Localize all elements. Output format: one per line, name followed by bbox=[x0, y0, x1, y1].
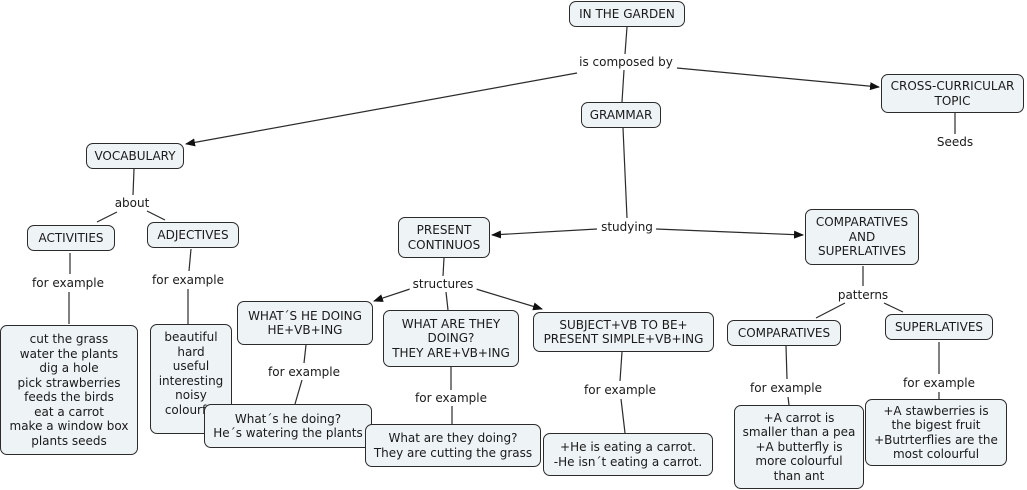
phrase-patterns[interactable]: patterns bbox=[834, 288, 892, 302]
link-fe-whats-ex bbox=[294, 379, 303, 405]
concept-subject-structure[interactable]: SUBJECT+VB TO BE+ PRESENT SIMPLE+VB+ING bbox=[533, 312, 714, 352]
link-root-composed bbox=[624, 26, 628, 55]
link-structures-whats bbox=[373, 288, 411, 302]
concept-cross-curricular-topic[interactable]: CROSS-CURRICULAR TOPIC bbox=[881, 74, 1024, 113]
concept-grammar[interactable]: GRAMMAR bbox=[581, 102, 661, 128]
phrase-seeds[interactable]: Seeds bbox=[933, 135, 977, 149]
link-studying-comp bbox=[655, 228, 804, 239]
concept-whats-he-doing[interactable]: WHAT´S HE DOING HE+VB+ING bbox=[237, 301, 373, 345]
link-about-adjectives bbox=[146, 210, 166, 221]
link-fe-subject-ex bbox=[620, 398, 626, 434]
concept-what-are-they-doing[interactable]: WHAT ARE THEY DOING? THEY ARE+VB+ING bbox=[383, 310, 519, 367]
link-composed-grammar bbox=[621, 69, 625, 103]
concept-activities[interactable]: ACTIVITIES bbox=[27, 225, 115, 251]
concept-in-the-garden[interactable]: IN THE GARDEN bbox=[569, 1, 685, 27]
concept-vocabulary[interactable]: VOCABULARY bbox=[86, 143, 184, 169]
link-about-activities bbox=[96, 211, 118, 223]
link-subject-fe bbox=[619, 351, 623, 382]
link-composed-cross bbox=[676, 67, 880, 91]
link-fe-comparatives-ex bbox=[787, 396, 790, 406]
link-patterns-superlatives bbox=[883, 302, 904, 313]
link-comparatives-fe bbox=[785, 345, 788, 380]
concept-what-are-they-doing-example[interactable]: What are they doing? They are cutting th… bbox=[365, 424, 541, 467]
link-vocabulary-about bbox=[132, 168, 135, 196]
phrase-for-example-whats-he[interactable]: for example bbox=[265, 365, 343, 379]
concept-superlatives-example[interactable]: +A stawberries is the bigest fruit +Butr… bbox=[865, 399, 1007, 466]
link-composed-vocabulary bbox=[185, 72, 578, 147]
link-adjectives-fe bbox=[188, 248, 192, 272]
link-whats-fe bbox=[303, 344, 307, 364]
concept-comparatives-example[interactable]: +A carrot is smaller than a pea +A butte… bbox=[734, 405, 864, 489]
phrase-is-composed-by[interactable]: is composed by bbox=[576, 55, 676, 69]
phrase-for-example-activities[interactable]: for example bbox=[29, 276, 107, 290]
concept-superlatives[interactable]: SUPERLATIVES bbox=[885, 314, 993, 340]
phrase-studying[interactable]: studying bbox=[598, 220, 656, 234]
concept-activities-list[interactable]: cut the grass water the plants dig a hol… bbox=[0, 325, 138, 455]
phrase-about[interactable]: about bbox=[111, 196, 153, 210]
phrase-structures[interactable]: structures bbox=[409, 277, 477, 291]
link-structures-subject bbox=[475, 288, 543, 311]
concept-present-continuous[interactable]: PRESENT CONTINUOS bbox=[398, 217, 490, 258]
link-grammar-studying bbox=[622, 127, 628, 219]
link-patterns-comparatives bbox=[815, 302, 846, 319]
link-studying-present bbox=[491, 228, 598, 239]
concept-adjectives[interactable]: ADJECTIVES bbox=[147, 222, 239, 248]
phrase-for-example-subject[interactable]: for example bbox=[581, 383, 659, 397]
link-present-structures bbox=[442, 257, 445, 277]
concept-subject-example[interactable]: +He is eating a carrot. -He isn´t eating… bbox=[543, 433, 713, 476]
phrase-for-example-comparatives[interactable]: for example bbox=[747, 381, 825, 395]
concept-comparatives-and-superlatives[interactable]: COMPARATIVES AND SUPERLATIVES bbox=[805, 209, 919, 265]
phrase-for-example-what-are[interactable]: for example bbox=[412, 391, 490, 405]
concept-whats-he-doing-example[interactable]: What´s he doing? He´s watering the plant… bbox=[204, 404, 372, 448]
phrase-for-example-adjectives[interactable]: for example bbox=[149, 273, 227, 287]
phrase-for-example-superlatives[interactable]: for example bbox=[900, 376, 978, 390]
link-structures-whatare bbox=[445, 291, 449, 311]
concept-comparatives[interactable]: COMPARATIVES bbox=[727, 320, 841, 346]
